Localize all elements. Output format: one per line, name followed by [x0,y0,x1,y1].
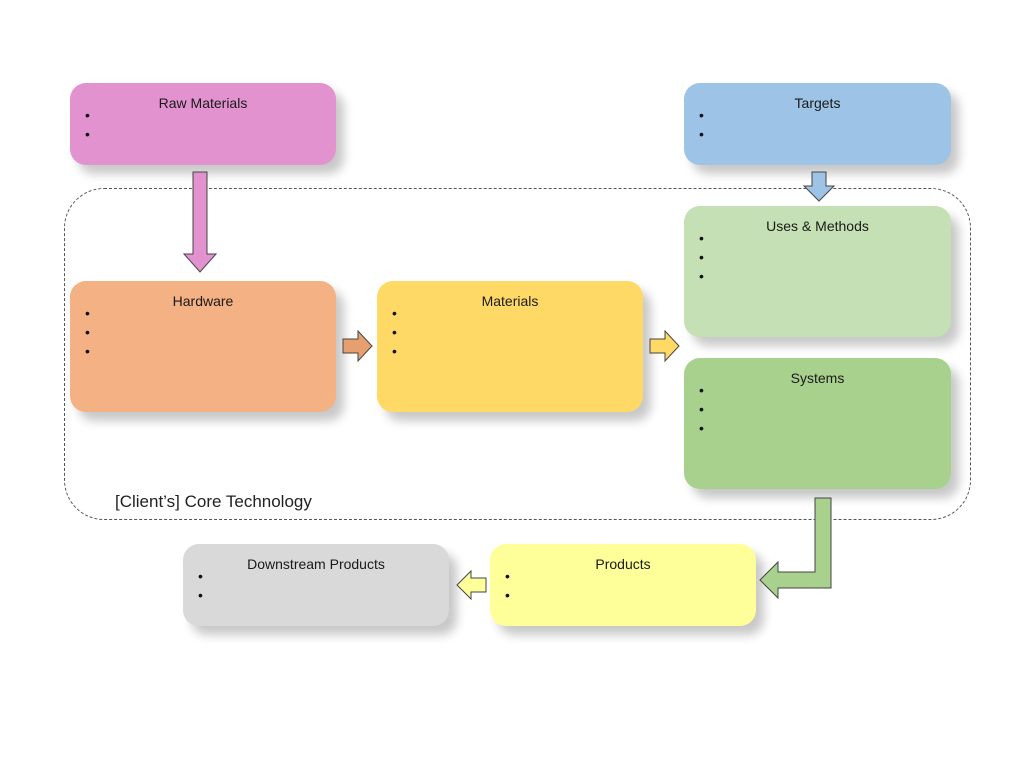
uses-methods-bullets [684,230,704,287]
raw-materials-box: Raw Materials [70,83,336,165]
downstream-products-bullets [183,568,203,606]
products-bullets [490,568,510,606]
core-technology-label: [Client’s] Core Technology [115,492,312,511]
raw-materials-title: Raw Materials [158,95,248,111]
arrow-targets-to-uses [802,171,836,202]
downstream-products-box: Downstream Products [183,544,449,626]
hardware-box: Hardware [70,281,336,412]
hardware-title: Hardware [172,293,234,309]
targets-box: Targets [684,83,951,165]
systems-box: Systems [684,358,951,489]
uses-methods-box: Uses & Methods [684,206,951,337]
materials-box: Materials [377,281,643,412]
products-box: Products [490,544,756,626]
targets-title: Targets [794,95,841,111]
systems-bullets [684,382,704,439]
materials-title: Materials [481,293,539,309]
raw-materials-bullets [70,107,90,145]
hardware-bullets [70,305,90,362]
downstream-products-title: Downstream Products [247,556,385,572]
arrow-materials-to-uses [649,329,680,363]
materials-bullets [377,305,397,362]
core-technology-boundary [64,188,971,520]
targets-bullets [684,107,704,145]
arrow-hardware-to-materials [342,329,373,363]
arrow-raw-to-hardware [182,171,218,273]
arrow-systems-to-products [759,497,832,600]
products-title: Products [595,556,651,572]
systems-title: Systems [790,370,845,386]
arrow-products-to-downstream [456,569,487,601]
uses-methods-title: Uses & Methods [766,218,869,234]
